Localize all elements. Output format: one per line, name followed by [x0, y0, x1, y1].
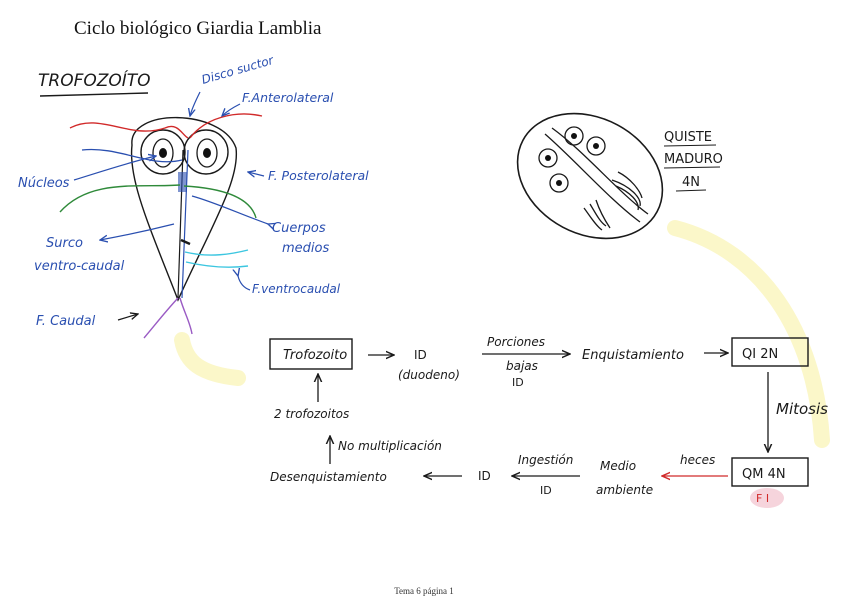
cycle-medio: Medio	[600, 459, 636, 473]
cycle-enquistamiento: Enquistamiento	[582, 348, 684, 363]
label-cuerpos: Cuerpos	[272, 221, 326, 236]
trophozoite-body	[130, 116, 238, 302]
cycle-porciones: Porciones	[487, 335, 545, 349]
cycle-bajas: bajas	[506, 359, 538, 373]
label-quiste: QUISTE	[664, 130, 712, 145]
box-trofozoito	[269, 338, 353, 370]
cycle-id-2: ID	[512, 376, 524, 389]
cycle-2-trofozoitos: 2 trofozoitos	[274, 407, 349, 421]
label-medios: medios	[282, 241, 329, 256]
cycle-ambiente: ambiente	[596, 483, 653, 497]
cycle-no-multiplicacion: No multiplicación	[338, 439, 442, 453]
heading-trofozoito: TROFOZOÍTO	[38, 69, 151, 91]
heading-underline	[39, 92, 149, 97]
label-f-ventrocaudal: F.ventrocaudal	[252, 282, 341, 296]
label-f-posterolateral: F. Posterolateral	[268, 168, 369, 183]
cycle-desenquistamiento: Desenquistamiento	[270, 470, 387, 484]
cycle-id-1: ID	[414, 348, 427, 362]
label-maduro: MADURO	[664, 152, 723, 167]
cycle-trofozoito: Trofozoito	[283, 348, 347, 363]
cycle-duodeno: (duodeno)	[398, 368, 460, 382]
page-title: Ciclo biológico Giardia Lamblia	[74, 18, 322, 39]
label-nucleos: Núcleos	[18, 176, 70, 191]
cyst-nucleus	[538, 126, 606, 193]
label-f-anterolateral: F.Anterolateral	[242, 90, 334, 105]
cycle-ingestion: Ingestión	[518, 453, 573, 467]
highlight-fi	[750, 488, 784, 508]
label-surco: Surco	[46, 236, 83, 251]
box-qi	[731, 337, 809, 367]
page-footer: Tema 6 página 1	[394, 586, 454, 596]
cycle-fi: F I	[756, 492, 769, 505]
cycle-qm: QM 4N	[742, 467, 786, 482]
label-disco-suctor: Disco suctor	[200, 53, 276, 87]
highlight-swoosh-left	[174, 332, 246, 386]
cycle-heces: heces	[680, 453, 715, 467]
cycle-id-4: ID	[478, 469, 491, 483]
nucleus-right	[203, 148, 211, 158]
box-qm	[731, 457, 809, 487]
label-ventro-caudal: ventro-caudal	[34, 259, 125, 274]
nucleus-left	[159, 148, 167, 158]
cycle-qi: QI 2N	[742, 347, 778, 362]
label-f-caudal: F. Caudal	[36, 314, 96, 329]
cycle-id-3: ID	[540, 484, 552, 497]
label-4n: 4N	[682, 175, 700, 190]
cycle-mitosis: Mitosis	[776, 400, 828, 418]
cyst-outline	[516, 112, 664, 240]
highlight-swoosh-right	[667, 220, 830, 448]
